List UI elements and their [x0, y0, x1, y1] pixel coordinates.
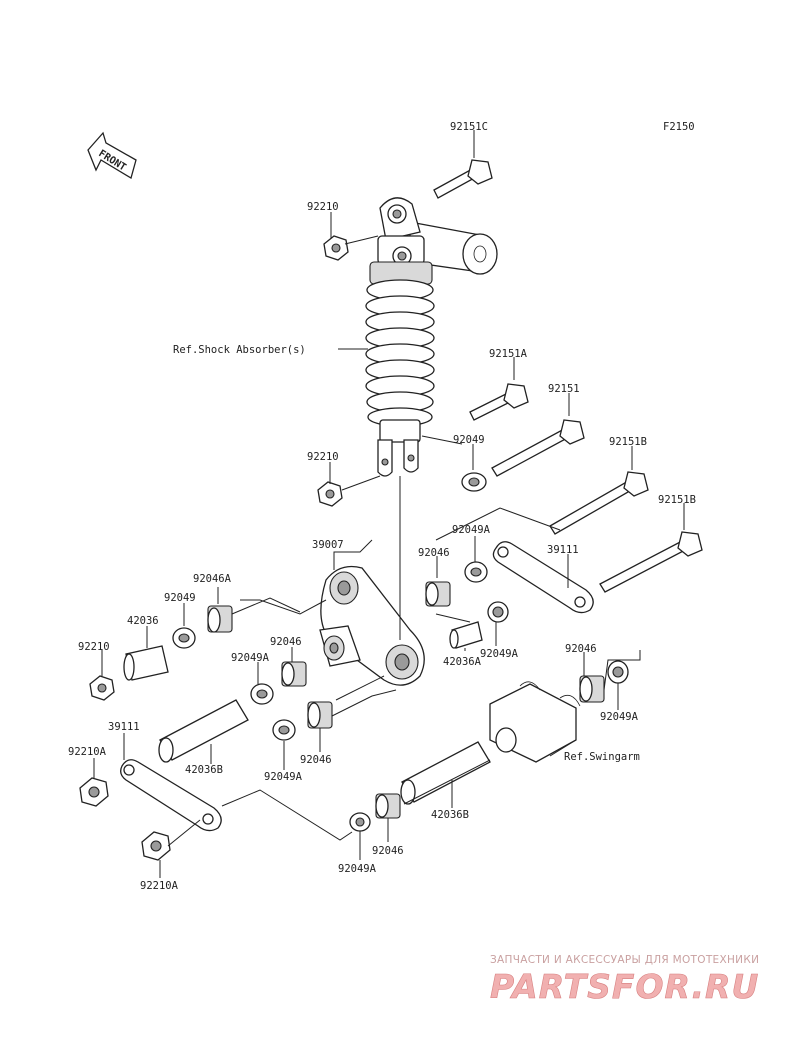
bearing-92046-right-icon — [579, 675, 605, 703]
washer-92049-upper-icon — [461, 472, 487, 492]
watermark: ЗАПЧАСТИ И АКСЕССУАРЫ ДЛЯ МОТОТЕХНИКИ PA… — [490, 954, 759, 1006]
callout-92049a-bottom: 92049A — [338, 863, 377, 875]
nut-left-icon — [89, 675, 115, 701]
callout-92049a-left: 92049A — [231, 652, 270, 664]
collar-42036-icon — [123, 645, 169, 681]
bolt-92151c-icon — [433, 159, 493, 199]
nut-middle-icon — [317, 481, 343, 507]
callout-92046a: 92046A — [193, 573, 232, 585]
bearing-92046-upper-icon — [425, 581, 451, 607]
front-arrow-icon: FRONT — [87, 131, 137, 179]
washer-92049-left-icon — [172, 627, 196, 649]
tie-rod-39111-left — [120, 759, 222, 832]
seal-92049a-far-right-icon — [607, 660, 629, 684]
bolt-92151b-upper-icon — [549, 471, 649, 535]
callout-92046-center: 92046 — [300, 754, 332, 766]
callout-92049-upper: 92049 — [453, 434, 485, 446]
seal-92049a-right-mid-icon — [487, 601, 509, 623]
figure-code: F2150 — [663, 121, 695, 133]
watermark-tagline: ЗАПЧАСТИ И АКСЕССУАРЫ ДЛЯ МОТОТЕХНИКИ — [490, 954, 759, 966]
callout-92210-middle: 92210 — [307, 451, 339, 463]
callout-39111-right: 39111 — [547, 544, 579, 556]
callout-92046-right: 92046 — [565, 643, 597, 655]
bearing-92046-bottom-icon — [375, 793, 401, 819]
callout-92151b-upper: 92151B — [609, 436, 647, 448]
callout-92049a-upper: 92049A — [452, 524, 491, 536]
callout-39111-left: 39111 — [108, 721, 140, 733]
leader-lines — [93, 130, 685, 878]
callout-92210-top: 92210 — [307, 201, 339, 213]
nut-upper-icon — [323, 235, 349, 261]
bolt-92151-icon — [491, 419, 585, 477]
bearing-92046-center-icon — [307, 701, 333, 729]
bolt-92151a-icon — [469, 383, 529, 421]
tie-rod-39111-right — [492, 541, 594, 614]
callout-42036: 42036 — [127, 615, 159, 627]
collar-42036b-right-icon — [400, 741, 491, 805]
callout-92151b-lower: 92151B — [658, 494, 696, 506]
seal-92049a-bottom-icon — [349, 812, 371, 832]
callout-92210a-upper: 92210A — [68, 746, 107, 758]
shock-absorber — [365, 197, 498, 477]
swingarm-ref — [489, 681, 581, 763]
callout-92049a-center: 92049A — [264, 771, 303, 783]
callout-92210-left: 92210 — [78, 641, 110, 653]
callout-92151: 92151 — [548, 383, 580, 395]
nut-92210a-lower-icon — [141, 831, 171, 861]
seal-92049a-right-upper-icon — [464, 561, 488, 583]
callout-42036b-left: 42036B — [185, 764, 223, 776]
callout-92049-left: 92049 — [164, 592, 196, 604]
callout-92151c: 92151C — [450, 121, 488, 133]
callout-39007: 39007 — [312, 539, 344, 551]
bolt-92151b-lower-icon — [599, 531, 703, 593]
callout-42036b-right: 42036B — [431, 809, 469, 821]
seal-92049a-center-icon — [272, 719, 296, 741]
bearing-92046a-icon — [207, 605, 233, 633]
nut-92210a-upper-icon — [79, 777, 109, 807]
watermark-brand: PARTSFOR.RU — [490, 967, 759, 1006]
rocker-arm-39007 — [319, 565, 425, 686]
seal-92049a-left-mid-icon — [250, 683, 274, 705]
callout-92046-left: 92046 — [270, 636, 302, 648]
callout-92046-bottom: 92046 — [372, 845, 404, 857]
callout-92049a-right-mid: 92049A — [480, 648, 519, 660]
collar-42036a-icon — [449, 621, 483, 649]
callout-92151a: 92151A — [489, 348, 528, 360]
callout-42036a: 42036A — [443, 656, 482, 668]
callouts: 92151C 92210 92151A 92151 92049 92210 92… — [68, 121, 696, 892]
ref-swingarm-label: Ref.Swingarm — [564, 751, 640, 763]
callout-92210a-lower: 92210A — [140, 880, 179, 892]
collar-42036b-left-icon — [158, 699, 249, 763]
ref-shock-absorber-label: Ref.Shock Absorber(s) — [173, 344, 306, 356]
callout-92046-upper: 92046 — [418, 547, 450, 559]
bearing-92046-left-icon — [281, 661, 307, 687]
callout-92049a-far-right: 92049A — [600, 711, 639, 723]
